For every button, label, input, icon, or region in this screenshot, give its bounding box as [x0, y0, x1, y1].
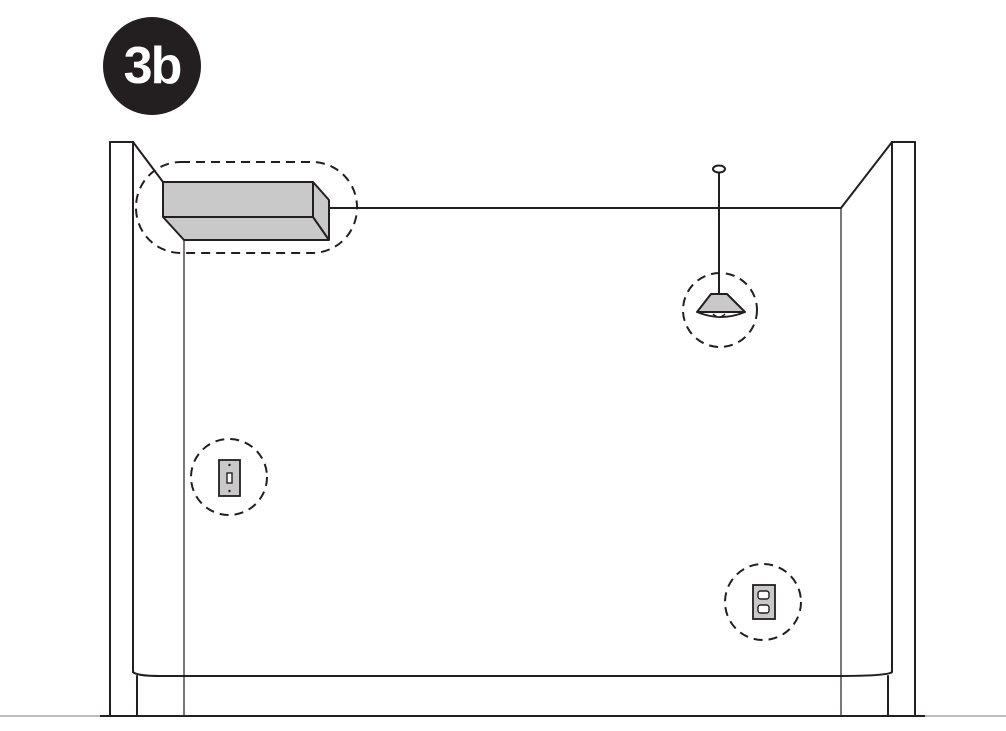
soffit-highlight-ring [135, 161, 358, 254]
pendant-light-highlight-ring [682, 272, 758, 348]
power-outlet-highlight-ring [724, 563, 802, 641]
light-switch-highlight-ring [190, 438, 268, 516]
light-switch-icon [218, 459, 241, 497]
left-wall-panel [109, 141, 164, 717]
soffit-box-icon [162, 181, 330, 241]
baseboard [132, 671, 893, 677]
power-outlet-icon [752, 584, 776, 620]
right-wall-panel [840, 141, 916, 717]
step-number-badge: 3b [103, 17, 201, 115]
back-wall [183, 207, 842, 717]
pendant-light-icon [696, 164, 746, 318]
